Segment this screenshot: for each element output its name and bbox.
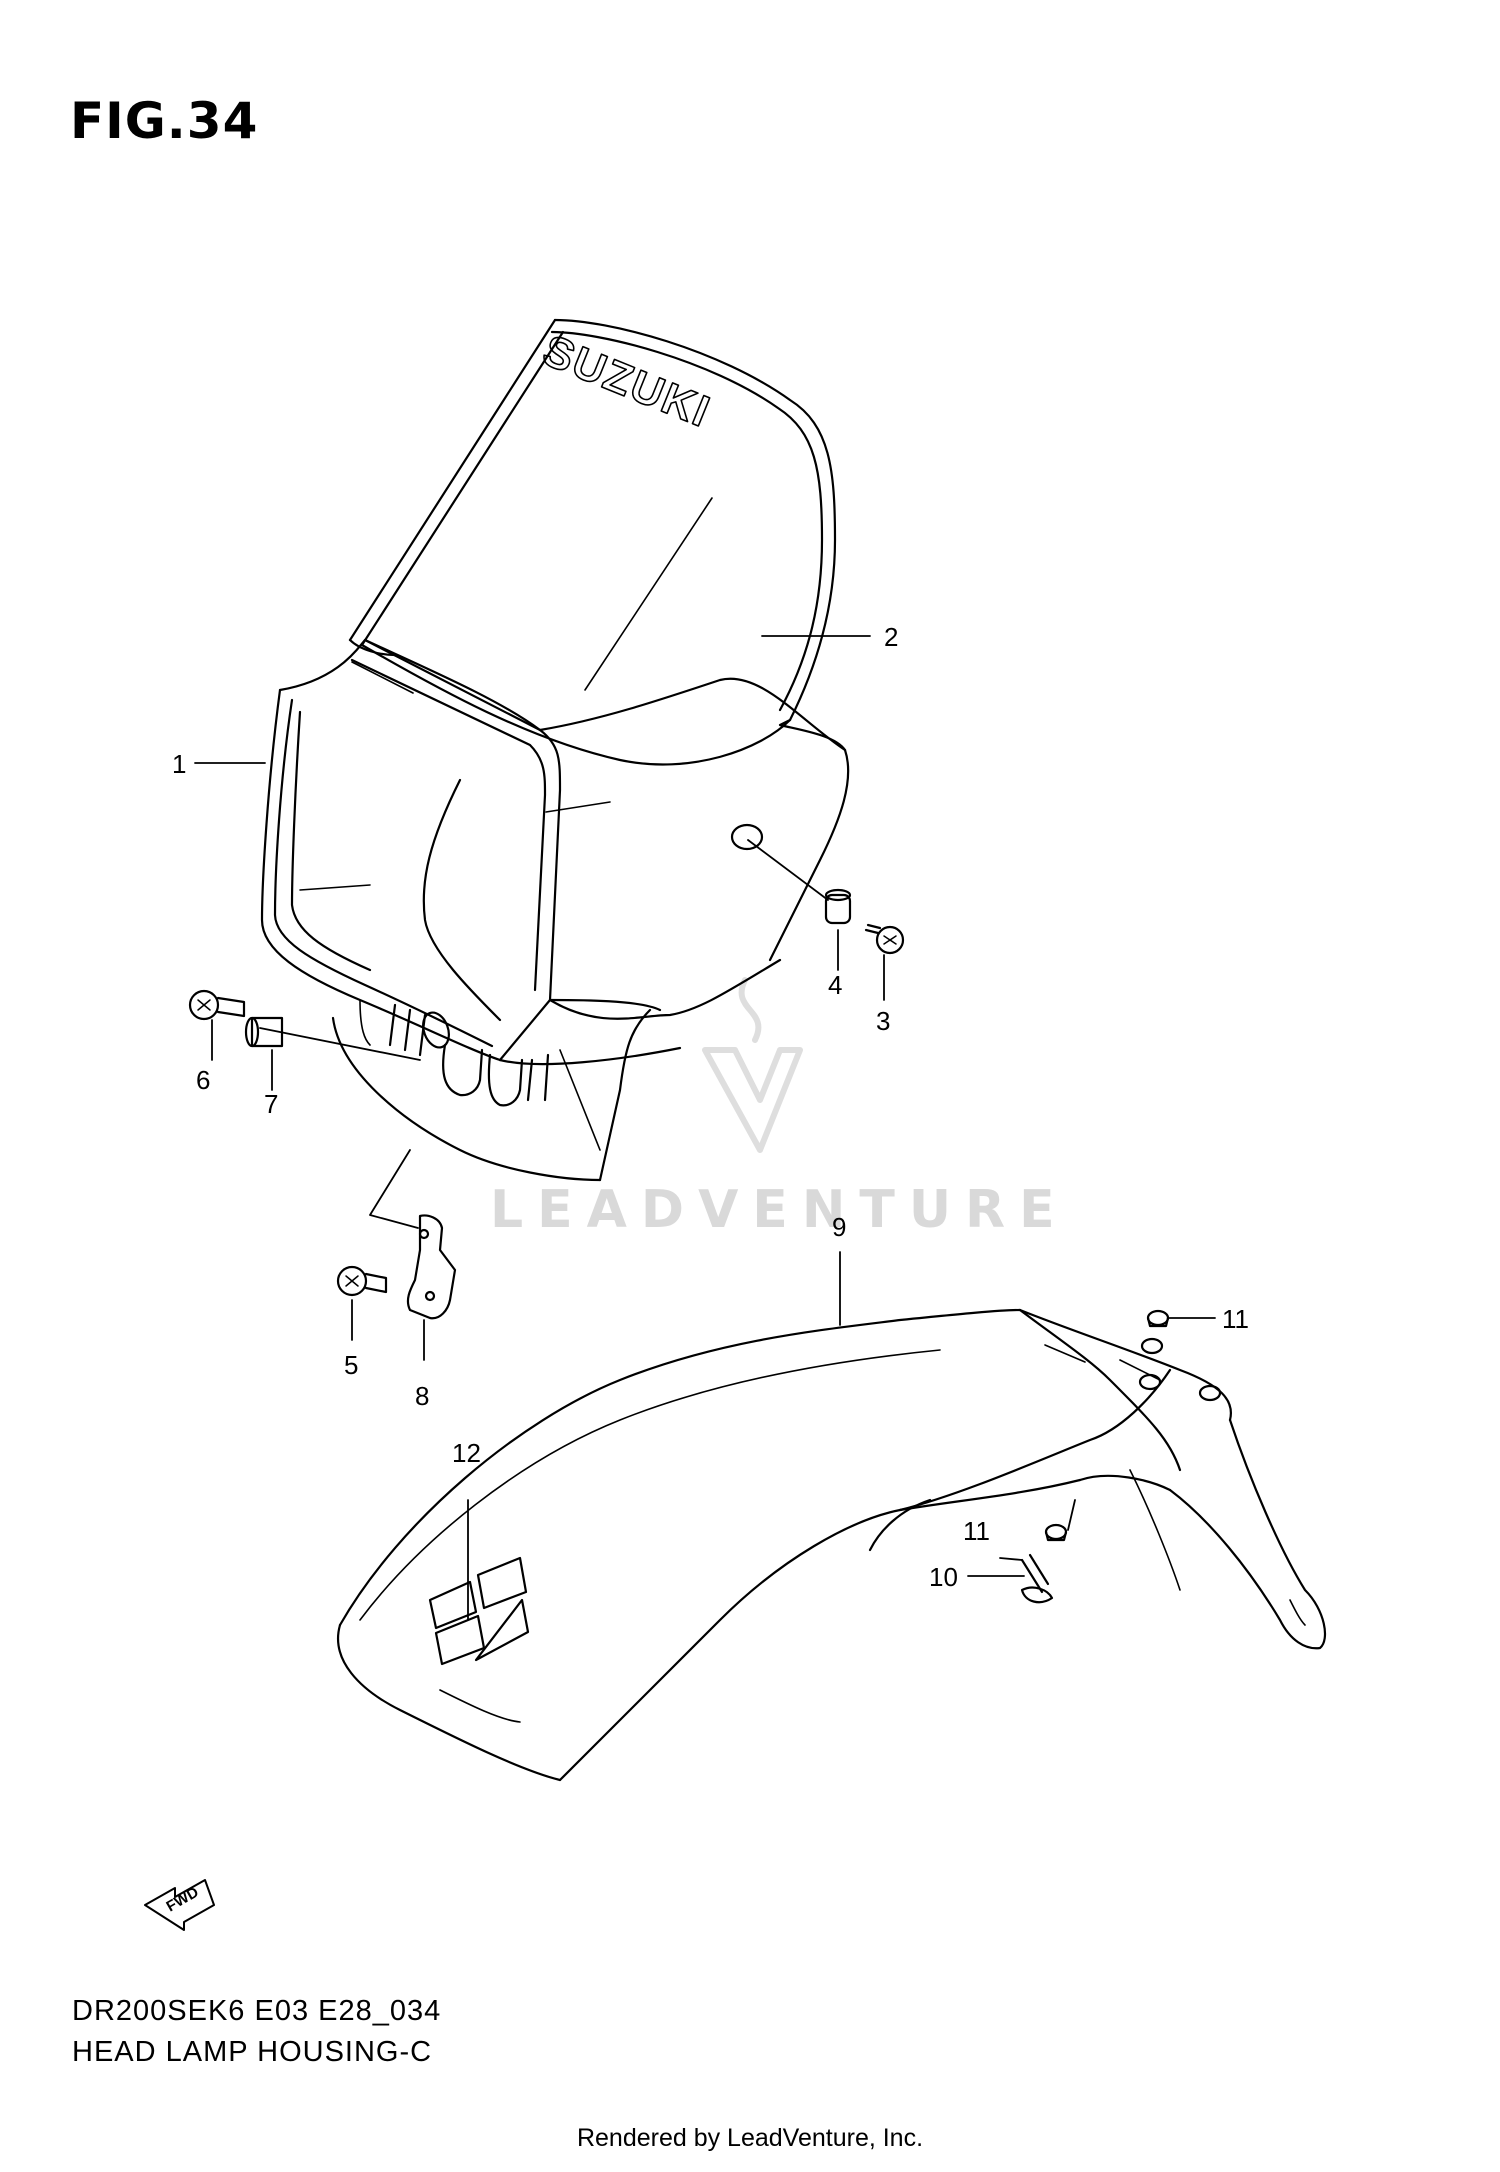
collar-part-7 <box>244 1016 284 1048</box>
callout-8: 8 <box>415 1381 429 1411</box>
watermark-logo <box>702 977 803 1153</box>
fwd-label: FWD <box>164 1884 202 1916</box>
callout-11-upper: 11 <box>1222 1304 1249 1334</box>
callout-12: 12 <box>452 1438 481 1468</box>
model-code: DR200SEK6 E03 E28_034 <box>72 1995 442 2027</box>
figure-title: FIG.34 <box>70 92 259 150</box>
callout-3: 3 <box>876 1006 890 1036</box>
watermark: LEADVENTURE <box>490 1180 1069 1240</box>
headlamp-housing-frame <box>260 638 847 1182</box>
callout-1: 1 <box>172 749 186 779</box>
collar-part-4 <box>824 888 852 925</box>
screw-part-3 <box>864 923 905 955</box>
mounting-hole <box>730 823 764 851</box>
grommet-part-11-upper <box>1146 1309 1170 1328</box>
part-group-name: HEAD LAMP HOUSING-C <box>72 2036 433 2068</box>
front-fender-part-9 <box>337 1308 1327 1782</box>
grommet-part-11-lower <box>1044 1523 1068 1542</box>
callout-4: 4 <box>828 970 842 1000</box>
callout-7: 7 <box>264 1089 278 1119</box>
callout-5: 5 <box>344 1350 358 1380</box>
forward-arrow-icon <box>144 1879 215 1931</box>
emblem-part-12 <box>428 1556 530 1666</box>
callout-labels: 1 2 3 4 5 6 7 8 9 10 11 11 12 <box>172 622 1249 1592</box>
bolt-part-10 <box>1020 1553 1054 1604</box>
callout-11-lower: 11 <box>963 1516 990 1546</box>
screw-part-6 <box>188 989 246 1021</box>
bracket-part-8 <box>406 1214 457 1320</box>
screw-part-5 <box>336 1265 388 1297</box>
callout-6: 6 <box>196 1065 210 1095</box>
callout-10: 10 <box>929 1562 958 1592</box>
callout-2: 2 <box>884 622 898 652</box>
callout-9: 9 <box>832 1212 846 1242</box>
render-credit: Rendered by LeadVenture, Inc. <box>576 2124 924 2152</box>
headlamp-visor-part <box>348 318 850 1012</box>
leader-lines <box>194 635 1216 1621</box>
